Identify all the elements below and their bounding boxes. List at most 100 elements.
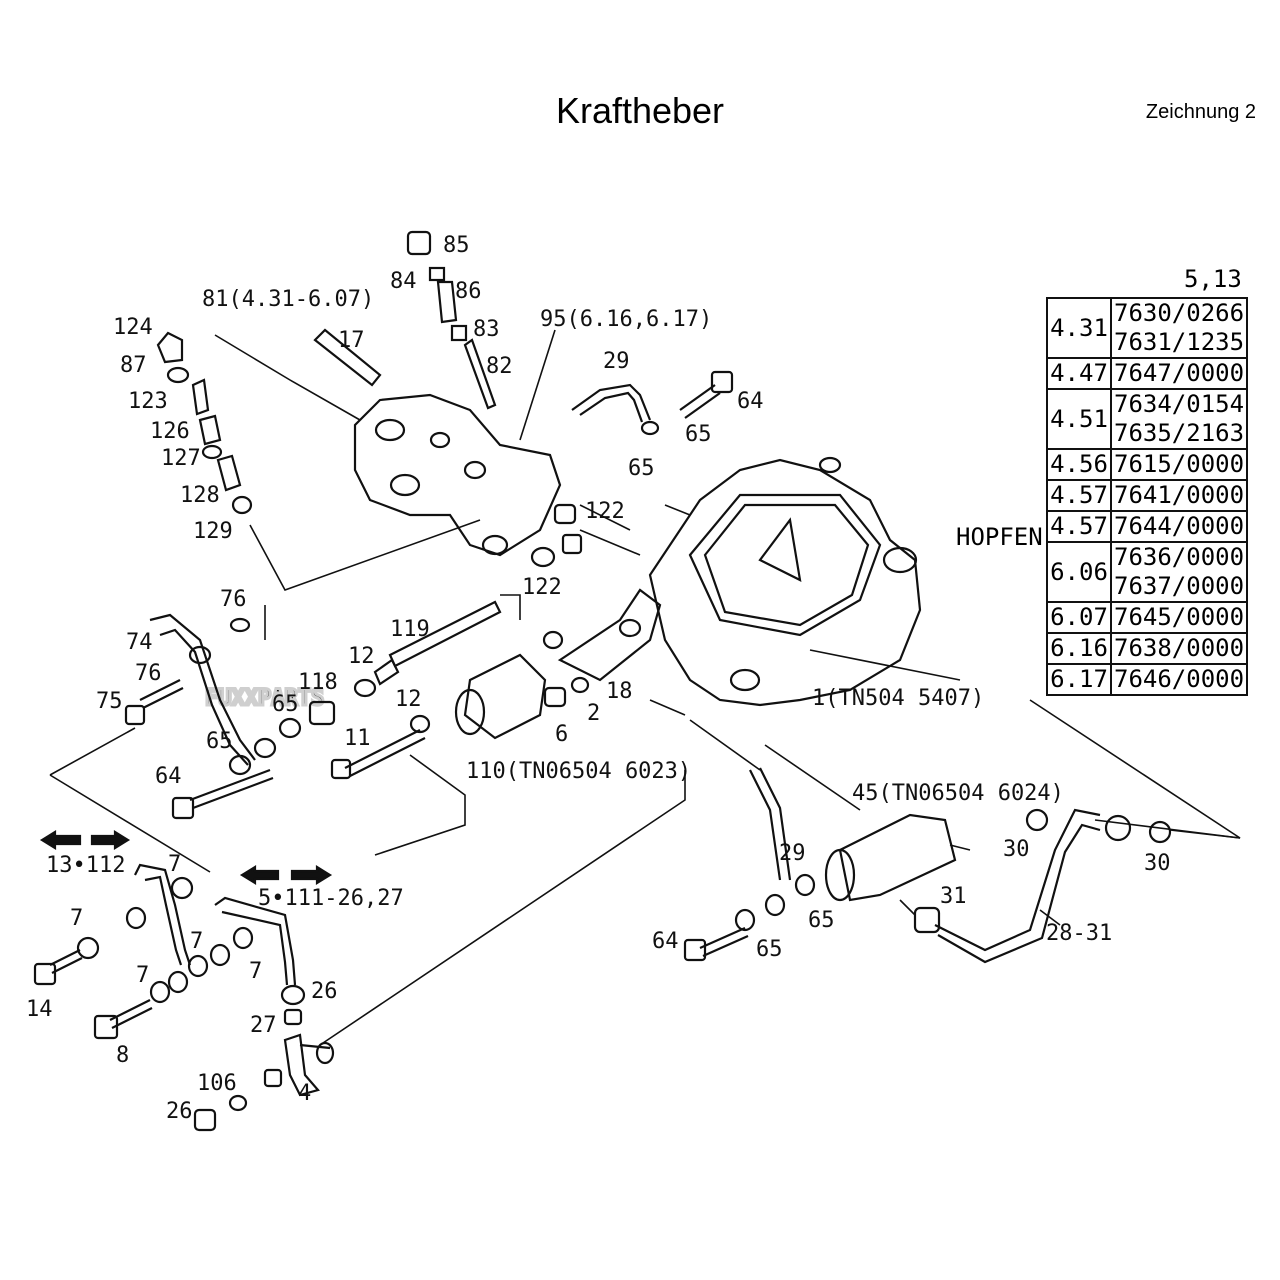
callout: 7: [168, 852, 181, 877]
callout: 64: [737, 389, 764, 414]
callout: 81(4.31-6.07): [202, 287, 374, 312]
serial-cell: 4.56: [1046, 448, 1112, 481]
callout: 7: [70, 906, 83, 931]
callout: 65: [685, 422, 712, 447]
ref-cell: 7645/0000: [1109, 601, 1249, 634]
callout: 64: [652, 929, 679, 954]
callout: 95(6.16,6.17): [540, 307, 712, 332]
callout: 127: [161, 446, 201, 471]
callout: 11: [344, 726, 371, 751]
callout: 5•111-26,27: [258, 886, 404, 911]
ref-cell: 7641/0000: [1109, 479, 1249, 512]
ref-cell: 7634/0154 7635/2163: [1109, 388, 1249, 450]
callout-labels: 85 84 86 83 82 81(4.31-6.07) 17 95(6.16,…: [26, 233, 1171, 1124]
callout: 65: [272, 692, 299, 717]
callout: 65: [628, 456, 655, 481]
ref-cell: 7636/0000 7637/0000: [1109, 541, 1249, 603]
page-title: Kraftheber: [555, 90, 725, 131]
serial-cell: 4.57: [1046, 479, 1112, 512]
callout: 45(TN06504 6024): [852, 781, 1064, 806]
callout: 82: [486, 354, 513, 379]
callout: 26: [166, 1099, 193, 1124]
callout: 65: [756, 937, 783, 962]
ref-cell: 7646/0000: [1109, 663, 1249, 696]
callout: 119: [390, 617, 430, 642]
callout: 17: [338, 328, 365, 353]
callout: 7: [249, 959, 262, 984]
solenoid-110: [463, 653, 547, 740]
callout: 65: [206, 729, 233, 754]
callout: 85: [443, 233, 470, 258]
callout: 87: [120, 353, 147, 378]
callout: 2: [587, 701, 600, 726]
serial-cell: 6.16: [1046, 632, 1112, 665]
callout: 86: [455, 279, 482, 304]
serial-cell: 6.17: [1046, 663, 1112, 696]
table-heading: 5,13: [1184, 265, 1242, 293]
callout: 129: [193, 519, 233, 544]
callout: 8: [116, 1043, 129, 1068]
callout: 76: [220, 587, 247, 612]
callout: 74: [126, 630, 153, 655]
ref-cell: 7647/0000: [1109, 357, 1249, 390]
ref-cell: 7644/0000: [1109, 510, 1249, 543]
callout: 6: [555, 722, 568, 747]
callout: 76: [135, 661, 162, 686]
serial-cell: 4.31: [1046, 297, 1112, 359]
ref-cell: 7630/0266 7631/1235: [1109, 297, 1249, 359]
serial-cell: 6.07: [1046, 601, 1112, 634]
callout: 1(TN504 5407): [812, 686, 984, 711]
callout: 4: [298, 1081, 311, 1106]
housing-body: [648, 458, 922, 707]
callout: 122: [522, 575, 562, 600]
callout: 110(TN06504 6023): [466, 759, 691, 784]
callout: 123: [128, 389, 168, 414]
callout: 7: [190, 929, 203, 954]
callout: 12: [348, 644, 375, 669]
callout: 28-31: [1046, 921, 1112, 946]
callout: 124: [113, 315, 153, 340]
callout: 29: [779, 841, 806, 866]
callout: 14: [26, 997, 53, 1022]
callout: 13•112: [46, 853, 125, 878]
callout: 18: [606, 679, 633, 704]
serial-cell: 4.47: [1046, 357, 1112, 390]
ref-cell: 7615/0000: [1109, 448, 1249, 481]
callout: 65: [808, 908, 835, 933]
callout: 75: [96, 689, 123, 714]
callout: 84: [390, 269, 417, 294]
callout: 7: [136, 963, 149, 988]
hopfen-label: HOPFEN: [956, 523, 1043, 551]
callout: 126: [150, 419, 190, 444]
callout: 64: [155, 764, 182, 789]
callout: 106: [197, 1071, 237, 1096]
serial-cell: 6.06: [1046, 541, 1112, 603]
callout: 122: [585, 499, 625, 524]
callout: 83: [473, 317, 500, 342]
serial-cell: 4.57: [1046, 510, 1112, 543]
callout: 31: [940, 884, 967, 909]
ref-cell: 7638/0000: [1109, 632, 1249, 665]
callout: 128: [180, 483, 220, 508]
control-valve: [353, 393, 562, 557]
serial-cell: 4.51: [1046, 388, 1112, 450]
housing-cover: [688, 493, 882, 637]
callout: 26: [311, 979, 338, 1004]
callout: 118: [298, 670, 338, 695]
callout: 30: [1144, 851, 1171, 876]
callout: 12: [395, 687, 422, 712]
solenoid-45: [838, 813, 957, 902]
callout: 29: [603, 349, 630, 374]
